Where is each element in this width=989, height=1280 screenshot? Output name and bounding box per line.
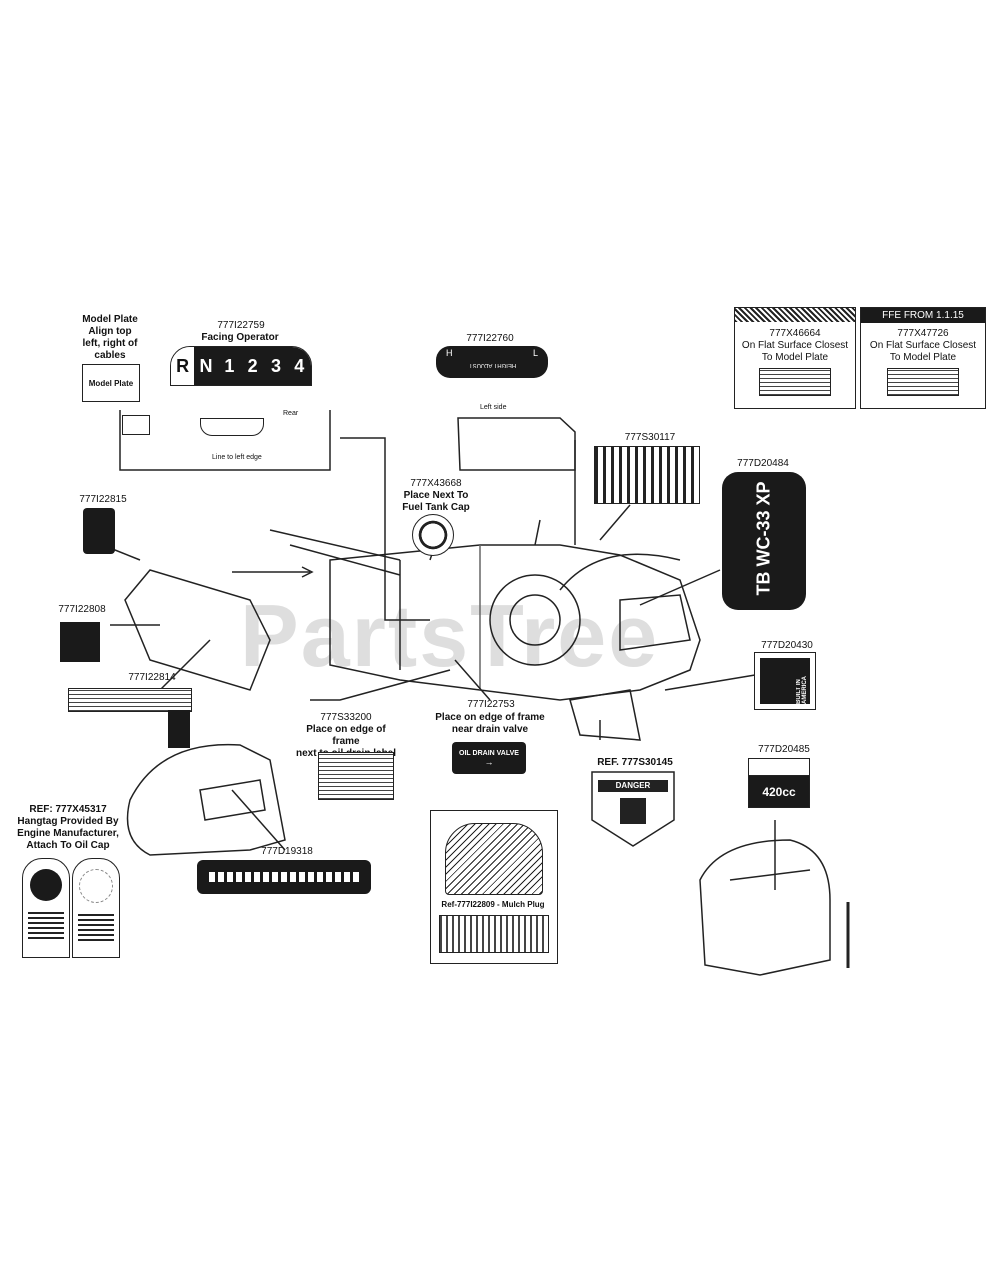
hangtag-front-text — [28, 909, 64, 939]
america-decal-text: BUILT IN AMERICA — [796, 676, 808, 704]
hangtag-part: REF: 777X45317 — [29, 804, 107, 815]
ffe-box-1-note: On Flat Surface Closest To Model Plate — [741, 340, 849, 363]
hangtag-back — [72, 858, 120, 958]
brand-decal-part: 777D20484 — [737, 458, 789, 469]
mulch-note: Ref-777I22809 - Mulch Plug — [441, 900, 545, 909]
ffe-box-2-label — [887, 368, 959, 396]
left-decal-1 — [83, 508, 115, 554]
left-decal-2-part: 777I22808 — [58, 604, 106, 615]
height-l: L — [532, 348, 538, 358]
oil-valve-text: OIL DRAIN VALVE — [459, 749, 519, 757]
sun-icon — [30, 869, 62, 901]
engine-decal: 420cc — [748, 758, 810, 808]
oil-valve-note: Place on edge of frame near drain valve — [435, 712, 545, 735]
ffe-box-1-header — [735, 308, 855, 322]
warning-decal-part: 777S30117 — [624, 432, 676, 443]
ffe-box-2-note: On Flat Surface Closest To Model Plate — [869, 340, 977, 363]
height-decal-part: 777I22760 — [466, 333, 514, 344]
america-decal-part: 777D20430 — [761, 640, 813, 651]
hangtag-back-icon — [79, 869, 113, 903]
line-note: Line to left edge — [212, 454, 262, 461]
gear-n: N — [194, 347, 218, 385]
gear-decal: R N 1 2 3 4 — [170, 346, 312, 386]
fuel-decal-note: Place Next To Fuel Tank Cap — [402, 490, 470, 513]
ffe-box-1: 777X46664 On Flat Surface Closest To Mod… — [734, 307, 856, 409]
danger-decal-part: REF. 777S30145 — [597, 757, 673, 768]
mulch-label-strip — [439, 915, 549, 953]
danger-decal — [591, 771, 675, 847]
danger-decal-text: DANGER — [615, 781, 651, 790]
warning-decal — [594, 446, 700, 504]
hangtag-note: Hangtag Provided By Engine Manufacturer,… — [17, 816, 119, 851]
gear-plate-mount — [200, 418, 264, 436]
model-plate: Model Plate — [82, 364, 140, 402]
mulch-panel: Ref-777I22809 - Mulch Plug — [430, 810, 558, 964]
model-plate-note: Model Plate Align top left, right of cab… — [82, 314, 138, 361]
engine-decal-text: 420cc — [749, 776, 809, 807]
america-decal-inner: BUILT IN AMERICA — [760, 658, 810, 704]
brand-decal: TB WC-33 XP — [722, 472, 806, 610]
left-decal-2 — [60, 622, 100, 662]
left-decal-1-part: 777I22815 — [79, 494, 127, 505]
engine-decal-part: 777D20485 — [758, 744, 810, 755]
oil-valve-decal: OIL DRAIN VALVE → — [452, 742, 526, 774]
america-decal: BUILT IN AMERICA — [754, 652, 816, 710]
height-h: H — [446, 348, 453, 358]
fuel-cap-decal — [412, 514, 454, 556]
ffe-box-1-part: 777X46664 — [769, 328, 821, 339]
bag-decal-part: 777D19318 — [261, 846, 313, 857]
left-decal-3-tab — [168, 710, 190, 748]
model-plate-label: Model Plate — [88, 378, 134, 388]
oil-valve-part: 777I22753 — [467, 699, 515, 710]
ffe-box-2: FFE FROM 1.1.15 777X47726 On Flat Surfac… — [860, 307, 986, 409]
ffe-box-2-part: 777X47726 — [897, 328, 949, 339]
height-decal: H HEIGHT ADJUST L — [436, 346, 548, 378]
model-plate-mount — [122, 415, 150, 435]
height-left-note: Left side — [480, 404, 507, 411]
ffe-box-2-header: FFE FROM 1.1.15 — [861, 308, 985, 323]
bag-decal-text-block — [209, 872, 359, 882]
gear-decal-note: Facing Operator — [201, 332, 279, 343]
left-decal-3 — [68, 688, 192, 712]
gear-3: 3 — [264, 347, 288, 385]
fuel-decal-part: 777X43668 — [410, 478, 462, 489]
hangtag-front — [22, 858, 70, 958]
bag-decal — [197, 860, 371, 894]
gear-r: R — [171, 347, 195, 385]
gear-decal-part: 777I22759 — [217, 320, 265, 331]
gear-4: 4 — [287, 347, 311, 385]
ffe-box-1-label — [759, 368, 831, 396]
hangtag-back-text — [78, 911, 114, 941]
mulch-plug-illustration — [445, 823, 543, 895]
height-text: HEIGHT ADJUST — [469, 362, 517, 368]
arrow-right-icon: → — [484, 756, 494, 767]
gear-1: 1 — [217, 347, 241, 385]
gear-2: 2 — [240, 347, 265, 385]
brand-decal-text: TB WC-33 XP — [753, 481, 774, 596]
rear-label: Rear — [283, 410, 299, 417]
oil-label-part: 777S33200 — [320, 712, 372, 723]
left-decal-3-part: 777I22814 — [128, 672, 176, 683]
watermark: PartsTree — [240, 586, 660, 685]
oil-label-decal — [318, 752, 394, 800]
engine-decal-logo — [749, 759, 809, 776]
